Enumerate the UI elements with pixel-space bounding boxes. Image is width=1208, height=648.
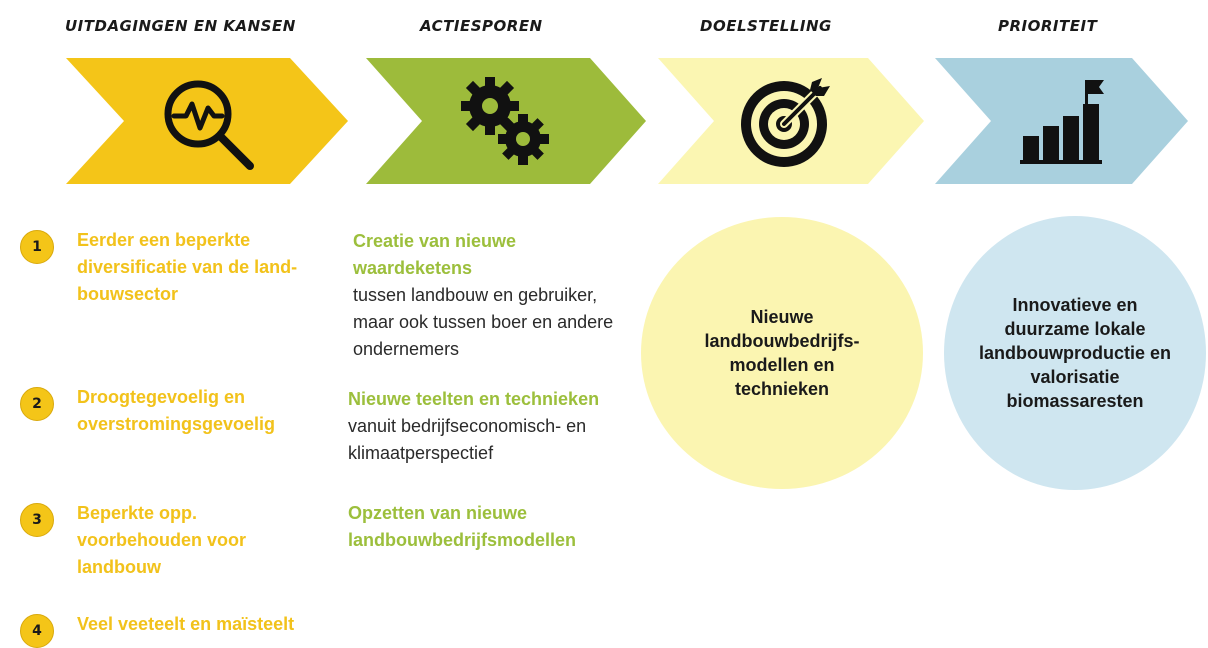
action-description: vanuit bedrijfseconomisch- en klimaatper… (348, 416, 587, 463)
challenge-text: Droogtegevoelig en overstromingsgevoelig (77, 387, 276, 434)
action-item-1: Creatie van nieuwe waardeketens tussen l… (353, 228, 628, 363)
priority-circle: Innovatieve en duurzame lokale landbouwp… (944, 216, 1206, 490)
action-item-2: Nieuwe teelten en technieken vanuit bedr… (348, 386, 638, 467)
magnifier-pulse-icon (160, 76, 256, 172)
heading-prioriteit: Prioriteit (998, 17, 1098, 35)
chevron-prioriteit (935, 58, 1188, 184)
challenge-text: Veel veeteelt en maïsteelt (77, 614, 295, 634)
action-title: Creatie van nieuwe waardeketens (353, 231, 517, 278)
number-badge: 3 (20, 503, 54, 537)
heading-uitdagingen: Uitdagingen en kansen (65, 17, 296, 35)
challenge-text: Beperkte opp. voorbehouden voor landbouw (77, 503, 247, 577)
bar-chart-flag-icon (1020, 78, 1104, 164)
action-title: Opzetten van nieuwe landbouwbedrijfsmode… (348, 503, 577, 550)
action-title: Nieuwe teelten en technieken (348, 389, 600, 409)
gears-icon (456, 75, 556, 170)
priority-text: Innovatieve en duurzame lokale landbouwp… (979, 295, 1171, 411)
action-description: tussen landbouw en gebruiker, maar ook t… (353, 285, 614, 359)
challenge-text: Eerder een beperkte diversificatie van d… (77, 230, 298, 304)
heading-actiesporen: Actiesporen (420, 17, 543, 35)
number-badge: 2 (20, 387, 54, 421)
objective-text: Nieuwe landbouwbedrijfs-modellen en tech… (704, 307, 860, 399)
number-badge: 1 (20, 230, 54, 264)
target-arrow-icon (738, 74, 834, 170)
heading-doelstelling: Doelstelling (700, 17, 832, 35)
chevron-uitdagingen (66, 58, 348, 184)
objective-circle: Nieuwe landbouwbedrijfs-modellen en tech… (641, 217, 923, 489)
action-item-3: Opzetten van nieuwe landbouwbedrijfsmode… (348, 500, 618, 554)
number-badge: 4 (20, 614, 54, 648)
